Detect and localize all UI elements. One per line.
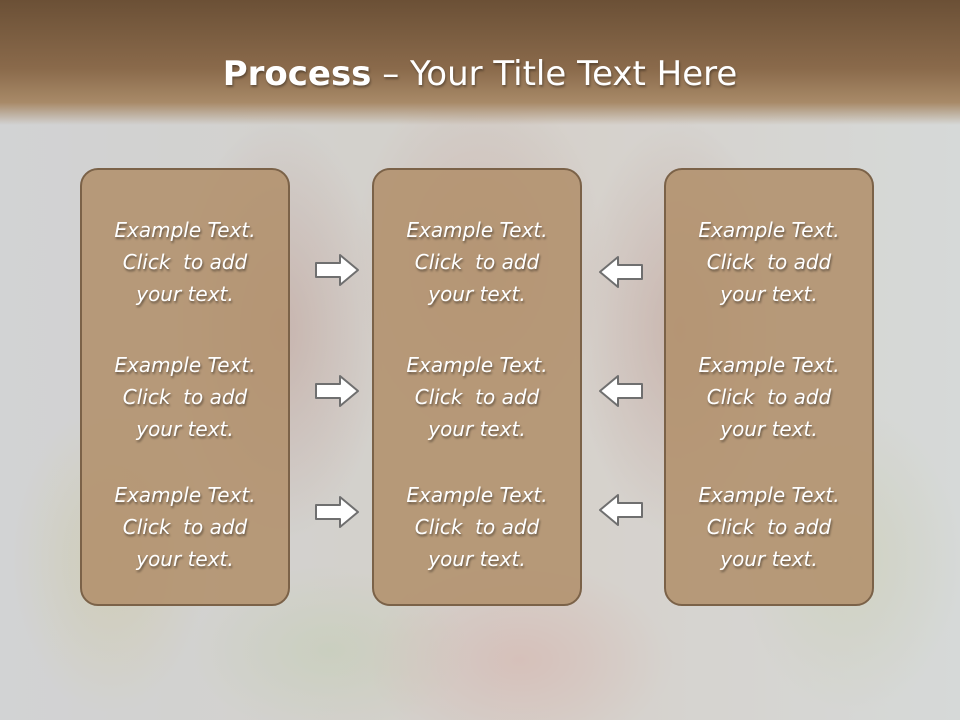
text-block[interactable]: Example Text. Click to add your text. — [666, 349, 872, 445]
right-arrow-icon — [315, 496, 359, 528]
text-line: Click to add — [122, 385, 248, 409]
text-block[interactable]: Example Text. Click to add your text. — [666, 479, 872, 575]
text-line: your text. — [720, 547, 818, 571]
title-rest: – Your Title Text Here — [371, 54, 738, 94]
text-line: Click to add — [122, 250, 248, 274]
text-line: your text. — [720, 417, 818, 441]
text-line: Click to add — [706, 385, 832, 409]
text-block[interactable]: Example Text. Click to add your text. — [374, 349, 580, 445]
text-block[interactable]: Example Text. Click to add your text. — [666, 214, 872, 310]
text-line: Click to add — [122, 515, 248, 539]
text-line: Example Text. — [406, 218, 548, 242]
text-line: Click to add — [706, 515, 832, 539]
text-line: Click to add — [414, 250, 540, 274]
left-arrow-icon — [599, 494, 643, 526]
text-line: Example Text. — [698, 483, 840, 507]
text-line: your text. — [136, 547, 234, 571]
text-line: Click to add — [414, 515, 540, 539]
right-panel[interactable]: Example Text. Click to add your text. Ex… — [664, 168, 874, 606]
text-line: Click to add — [706, 250, 832, 274]
text-line: Example Text. — [114, 483, 256, 507]
text-line: Example Text. — [406, 353, 548, 377]
right-arrow-icon — [315, 254, 359, 286]
text-line: Example Text. — [698, 353, 840, 377]
text-block[interactable]: Example Text. Click to add your text. — [82, 214, 288, 310]
right-arrow-icon — [315, 375, 359, 407]
text-line: your text. — [136, 417, 234, 441]
center-panel[interactable]: Example Text. Click to add your text. Ex… — [372, 168, 582, 606]
text-block[interactable]: Example Text. Click to add your text. — [82, 349, 288, 445]
text-line: your text. — [428, 417, 526, 441]
text-block[interactable]: Example Text. Click to add your text. — [82, 479, 288, 575]
text-line: Example Text. — [406, 483, 548, 507]
left-arrow-icon — [599, 256, 643, 288]
left-arrow-icon — [599, 375, 643, 407]
title-bar — [0, 0, 960, 125]
text-line: your text. — [428, 547, 526, 571]
text-line: your text. — [720, 282, 818, 306]
text-line: Example Text. — [114, 218, 256, 242]
title-bold: Process — [222, 54, 372, 94]
text-line: Click to add — [414, 385, 540, 409]
text-line: your text. — [136, 282, 234, 306]
text-block[interactable]: Example Text. Click to add your text. — [374, 479, 580, 575]
text-line: Example Text. — [114, 353, 256, 377]
text-line: your text. — [428, 282, 526, 306]
left-panel[interactable]: Example Text. Click to add your text. Ex… — [80, 168, 290, 606]
text-block[interactable]: Example Text. Click to add your text. — [374, 214, 580, 310]
slide-title[interactable]: Process – Your Title Text Here — [0, 52, 960, 96]
text-line: Example Text. — [698, 218, 840, 242]
